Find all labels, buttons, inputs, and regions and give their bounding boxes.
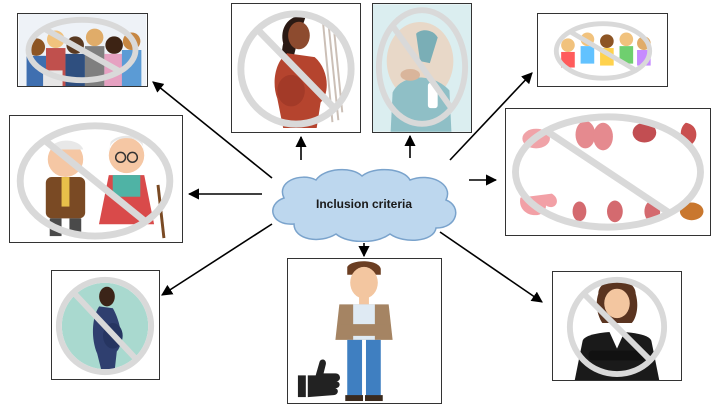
prohibition-icon <box>375 7 469 127</box>
arrow-to-children-group <box>449 72 533 161</box>
prohibition-icon <box>512 113 704 231</box>
panel-children-group <box>537 13 668 87</box>
pregnant-woman-circle-illustration <box>52 271 159 379</box>
panel-diverse-crowd <box>17 13 148 87</box>
arrow-to-pregnant-woman-circle <box>161 223 273 296</box>
arrow-to-diverse-crowd <box>152 81 273 179</box>
pregnant-woman-illustration <box>232 4 360 132</box>
cloud-shape <box>272 168 457 242</box>
inclusion-criteria-cloud: Inclusion criteria <box>264 166 464 242</box>
prohibition-icon <box>55 276 155 376</box>
elderly-couple-illustration <box>10 116 182 242</box>
panel-elderly-couple <box>9 115 183 243</box>
diverse-crowd-illustration <box>18 14 147 86</box>
prohibition-icon <box>237 10 355 128</box>
arrow-to-businesswoman <box>439 231 543 303</box>
panel-pregnant-woman-standing <box>231 3 361 133</box>
panel-pregnant-woman-circle <box>51 270 160 380</box>
panel-businesswoman <box>552 271 682 381</box>
panel-internal-organs <box>505 108 711 236</box>
prohibition-icon <box>16 122 174 240</box>
panel-adult-man <box>287 258 442 404</box>
prohibition-icon <box>566 276 668 378</box>
prohibition-icon <box>553 21 653 81</box>
prohibition-icon <box>25 16 139 84</box>
cloud-label: Inclusion criteria <box>315 197 413 211</box>
internal-organs-illustration <box>506 109 710 235</box>
panel-medical-procedure <box>372 3 472 133</box>
children-group-illustration <box>538 14 667 86</box>
thumbs-up-icon <box>297 359 340 398</box>
medical-procedure-illustration <box>373 4 471 132</box>
man-icon <box>335 261 393 402</box>
adult-man-illustration <box>288 259 441 403</box>
businesswoman-illustration <box>553 272 681 380</box>
pregnant-woman-icon <box>274 15 344 129</box>
